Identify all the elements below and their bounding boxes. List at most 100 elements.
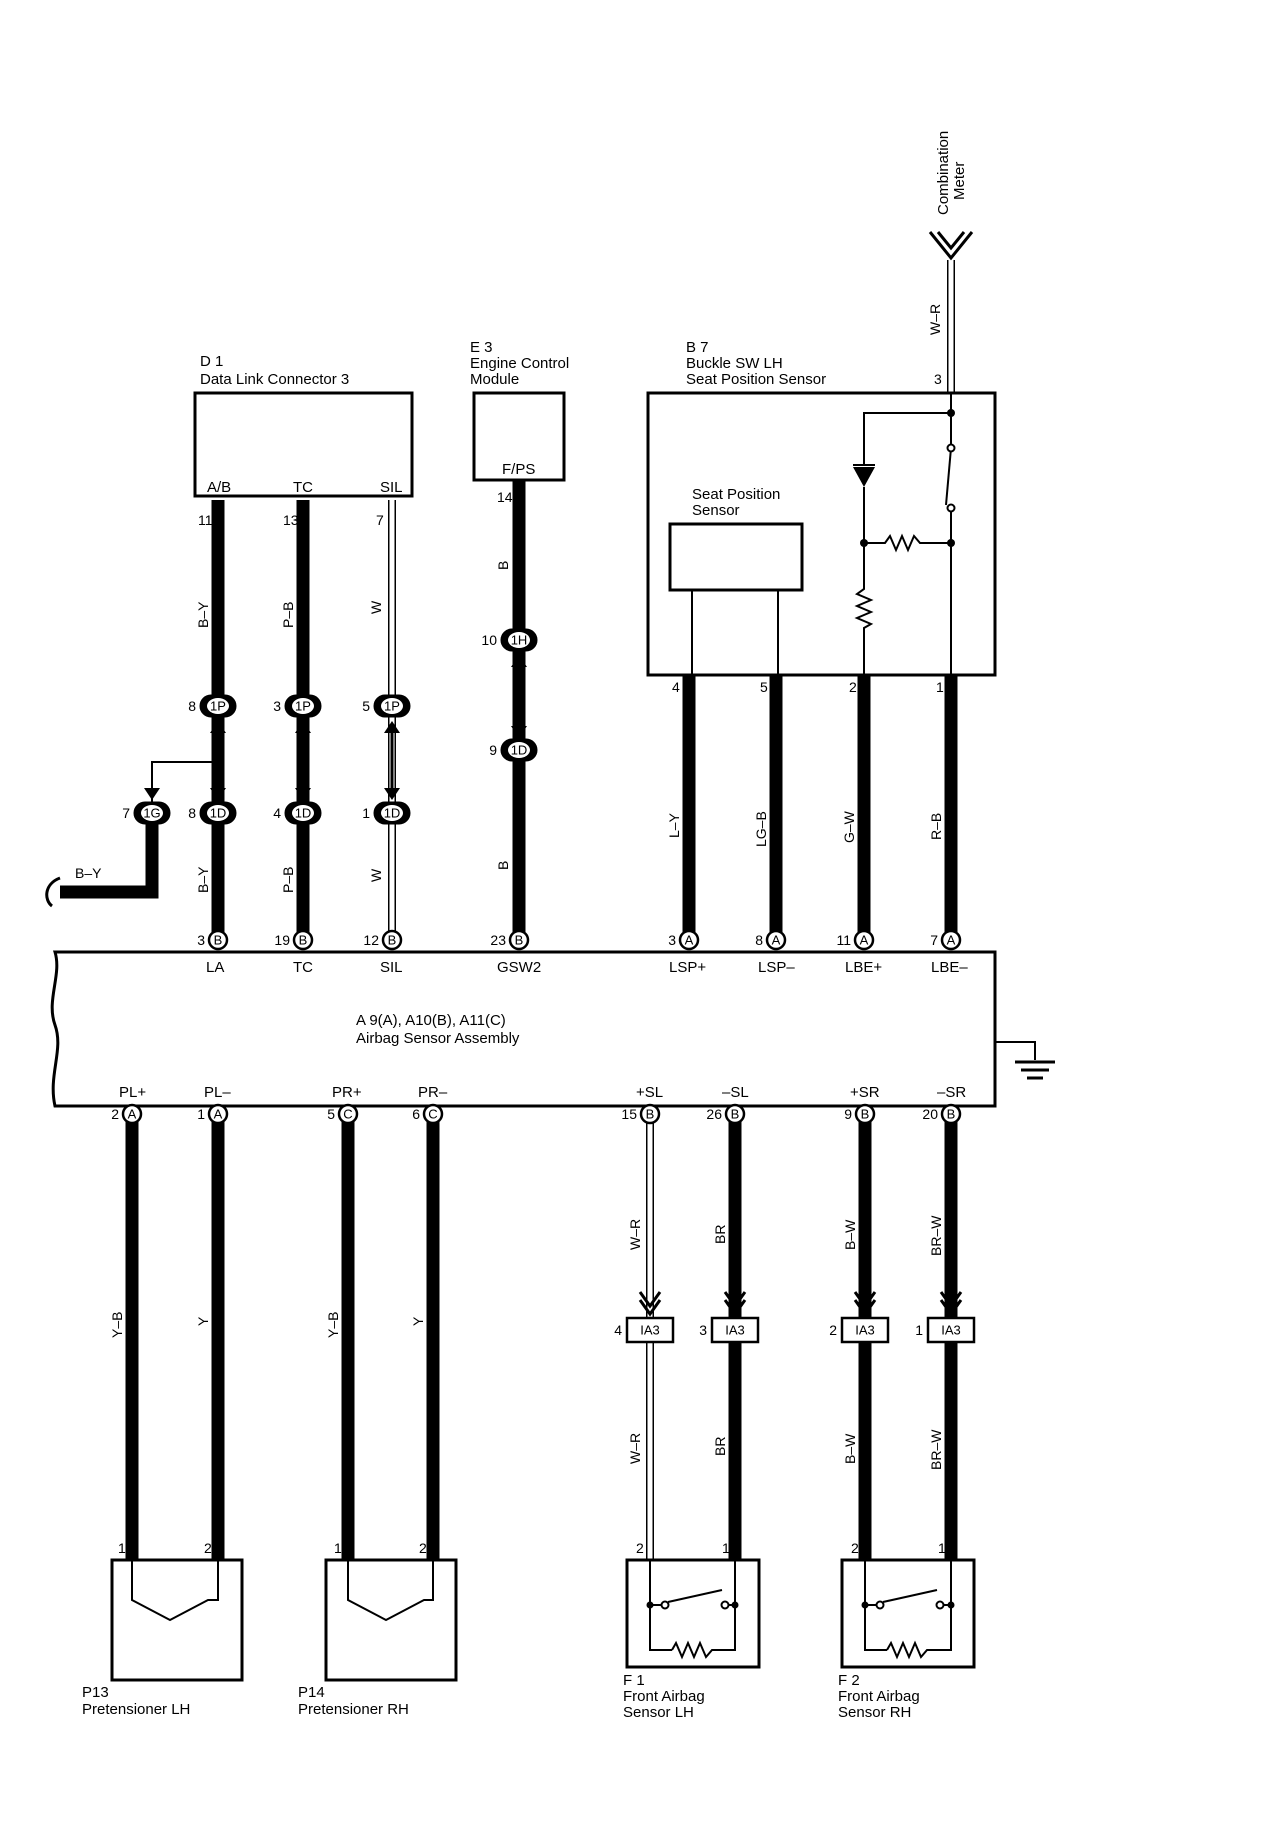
- arrow-down-icon: [384, 788, 400, 800]
- airbag-terminal: B12: [363, 929, 403, 951]
- pin-num: 1: [915, 1322, 923, 1338]
- b7-name-1: Buckle SW LH: [686, 355, 783, 372]
- wire-label: W: [368, 600, 384, 614]
- pin-label-gsw2: GSW2: [497, 959, 541, 976]
- ia3-label: IA3: [855, 1323, 875, 1338]
- combination-meter: Combination Meter W–R: [927, 131, 974, 335]
- wire-label: W: [368, 868, 384, 882]
- d1-name: Data Link Connector 3: [200, 371, 349, 388]
- pin-num: 8: [188, 698, 196, 714]
- wire-label: B–W: [842, 1219, 858, 1250]
- wire-label: Y: [195, 1316, 211, 1326]
- airbag-name-1: A 9(A), A10(B), A11(C): [356, 1012, 506, 1029]
- junction-connector: 1D 1: [362, 801, 411, 825]
- arrow-down-icon: [511, 726, 527, 738]
- junction-label: 1D: [210, 806, 227, 821]
- combo-pin-num: 3: [934, 371, 942, 387]
- airbag-sensor-assembly: A 9(A), A10(B), A11(C) Airbag Sensor Ass…: [50, 950, 1055, 1108]
- pin-num: 2: [204, 1540, 212, 1556]
- wire-label: W–R: [627, 1219, 643, 1250]
- p14-id: P14: [298, 1684, 325, 1701]
- wire-label: B–W: [842, 1433, 858, 1464]
- airbag-terminal: A3: [668, 929, 700, 951]
- pin-num: 2: [849, 679, 857, 695]
- junction-label: 1P: [384, 699, 400, 714]
- pin-label-lsp-minus: LSP–: [758, 959, 795, 976]
- pin-label-lbe-minus: LBE–: [931, 959, 968, 976]
- pin-num: 12: [363, 932, 379, 948]
- switch-icon: [882, 1589, 938, 1603]
- junction-label: 1G: [143, 806, 160, 821]
- pin-num: 3: [197, 932, 205, 948]
- airbag-terminal: B26: [706, 1103, 746, 1125]
- e3-id: E 3: [470, 339, 493, 356]
- d1-pin-ab: A/B: [207, 479, 231, 496]
- pin-num: 4: [614, 1322, 622, 1338]
- b7-sensor-label-2: Sensor: [692, 502, 740, 519]
- wire-label: B: [495, 561, 511, 570]
- pin-num: 6: [412, 1106, 420, 1122]
- wire-label: P–B: [280, 867, 296, 893]
- junction-connector: 1D9: [489, 738, 538, 762]
- pin-num: 26: [706, 1106, 722, 1122]
- pin-num: 14: [497, 489, 513, 505]
- pin-num: 3: [699, 1322, 707, 1338]
- diode-icon: [853, 467, 875, 487]
- pin-label-pr-plus: PR+: [332, 1084, 362, 1101]
- airbag-terminal: B20: [922, 1103, 962, 1125]
- switch-icon: [945, 447, 952, 506]
- airbag-terminal: A1: [197, 1103, 229, 1125]
- pin-num: 5: [327, 1106, 335, 1122]
- arrow-up-icon: [511, 655, 527, 667]
- terminal-connector-letter: A: [947, 933, 956, 948]
- pin-num: 8: [188, 805, 196, 821]
- arrow-up-icon: [384, 721, 400, 733]
- arrow-down-icon: [144, 788, 160, 800]
- d1-pin-tc: TC: [293, 479, 313, 496]
- airbag-name-2: Airbag Sensor Assembly: [356, 1030, 520, 1047]
- buckle-switch-lh: B 7 Buckle SW LH Seat Position Sensor Se…: [646, 339, 997, 695]
- wire-ground: [60, 820, 159, 899]
- ia3-label: IA3: [941, 1323, 961, 1338]
- terminal-connector-letter: C: [428, 1107, 437, 1122]
- resistor-icon: [864, 533, 951, 553]
- pin-num: 19: [274, 932, 290, 948]
- terminal-connector-letter: B: [947, 1107, 956, 1122]
- ia3-label: IA3: [725, 1323, 745, 1338]
- wire-label: BR–W: [928, 1215, 944, 1256]
- airbag-terminal: C5: [327, 1103, 359, 1125]
- airbag-terminal: A8: [755, 929, 787, 951]
- pin-num: 1: [362, 805, 370, 821]
- d1-pin-sil: SIL: [380, 479, 403, 496]
- e3-name-1: Engine Control: [470, 355, 569, 372]
- pin-label-pr-minus: PR–: [418, 1084, 448, 1101]
- terminal-connector-letter: A: [772, 933, 781, 948]
- e3-name-2: Module: [470, 371, 519, 388]
- b7-name-2: Seat Position Sensor: [686, 371, 826, 388]
- junction-label: 1D: [511, 743, 528, 758]
- airbag-terminal: B9: [844, 1103, 876, 1125]
- resistor-icon: [854, 585, 874, 675]
- junction-label: 1D: [295, 806, 312, 821]
- engine-control-module: E 3 Engine Control Module F/PS 14: [470, 339, 569, 505]
- junction-connector: 1P 8: [188, 694, 237, 718]
- pin-num: 3: [273, 698, 281, 714]
- pretensioner-rh: 1 2 P14 Pretensioner RH: [298, 1540, 458, 1718]
- junction-label: 1P: [210, 699, 226, 714]
- airbag-terminal: A11: [836, 929, 875, 951]
- wire-label: B–Y: [75, 865, 102, 881]
- airbag-terminal: A7: [930, 929, 962, 951]
- wire-label: W–R: [927, 304, 943, 335]
- pin-num: 1: [334, 1540, 342, 1556]
- p13-name: Pretensioner LH: [82, 1701, 190, 1718]
- junction-label: 1D: [384, 806, 401, 821]
- junction-connector: 1P3: [273, 694, 322, 718]
- wire-label: Y–B: [109, 1312, 125, 1338]
- resistor-icon: [671, 1560, 736, 1660]
- pin-num: 7: [122, 805, 130, 821]
- terminal-connector-letter: C: [343, 1107, 352, 1122]
- pretensioner-lh: 1 2 P13 Pretensioner LH: [82, 1540, 244, 1718]
